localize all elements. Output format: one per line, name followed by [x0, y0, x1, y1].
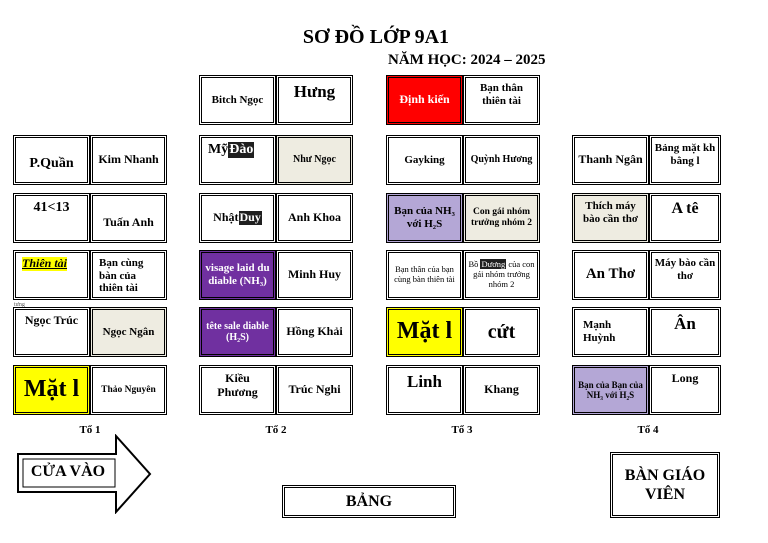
seat-r5-7: Bạn của Bạn của NH₃ với H₂S	[572, 365, 649, 415]
seat-r4-3: tête sale diable (H₂S)	[199, 307, 276, 357]
teacher-desk: BÀN GIÁO VIÊN	[610, 452, 720, 518]
seat-r5-1: Mặt l	[13, 365, 90, 415]
entrance-arrow-icon	[17, 434, 152, 514]
seat-r4-6: cứt	[463, 307, 540, 357]
seat-r2-7: Thích máy bào cần thơ	[572, 193, 649, 243]
seat-r2-3: Nhật Duy	[199, 193, 276, 243]
seat-r2-8: A tê	[649, 193, 721, 243]
seat-r1-4: Như Ngọc	[276, 135, 353, 185]
seat-r2-1: 41<13	[13, 193, 90, 243]
school-year: NĂM HỌC: 2024 – 2025	[388, 52, 546, 68]
seat-r3-5: Bạn thân của bạn cùng bàn thiên tài	[386, 250, 463, 300]
seat-r4-4: Hồng Khải	[276, 307, 353, 357]
seat-top-g2-2: Hưng	[276, 75, 353, 125]
seat-r1-3: Mỹ Đào	[199, 135, 276, 185]
seat-r5-2: Thảo Nguyên	[90, 365, 167, 415]
seat-r2-4: Anh Khoa	[276, 193, 353, 243]
seat-top-g3-2: Bạn thân thiên tài	[463, 75, 540, 125]
seat-r5-4: Trúc Nghi	[276, 365, 353, 415]
seat-r5-6: Khang	[463, 365, 540, 415]
seat-r2-6: Con gái nhóm trưởng nhóm 2	[463, 193, 540, 243]
seat-r3-6: Bồ Dương của con gái nhóm trưởng nhóm 2	[463, 250, 540, 300]
seat-r2-5: Bạn của NH₃ với H₂S	[386, 193, 463, 243]
seat-r3-4: Minh Huy	[276, 250, 353, 300]
entrance-label: CỬA VÀO	[30, 463, 106, 480]
team-label-2: Tổ 2	[265, 424, 287, 436]
seat-r3-2: Bạn cùng bàn của thiên tài	[90, 250, 167, 300]
seat-r1-6: Quỳnh Hương	[463, 135, 540, 185]
board: BẢNG	[282, 485, 456, 518]
seat-r4-1: Ngọc Trúc	[13, 307, 90, 357]
seat-top-g3-1: Định kiến	[386, 75, 463, 125]
seat-r4-2: Ngọc Ngân	[90, 307, 167, 357]
team-label-4: Tổ 4	[637, 424, 659, 436]
stray-note: tưng	[14, 302, 25, 308]
seat-r3-7: An Thơ	[572, 250, 649, 300]
team-label-3: Tổ 3	[451, 424, 473, 436]
seat-r3-1: Thiên tài	[13, 250, 90, 300]
seat-r4-7: Mạnh Huỳnh	[572, 307, 649, 357]
page-title: SƠ ĐỒ LỚP 9A1	[302, 26, 450, 48]
seat-r1-2: Kim Nhanh	[90, 135, 167, 185]
seat-r3-3: visage laid du diable (NH₃)	[199, 250, 276, 300]
team-label-1: Tổ 1	[79, 424, 101, 436]
seat-r1-7: Thanh Ngân	[572, 135, 649, 185]
seat-r1-1: P.Quần	[13, 135, 90, 185]
seat-r2-2: Tuấn Anh	[90, 193, 167, 243]
seat-r5-8: Long	[649, 365, 721, 415]
seat-r3-8: Máy bào cần thơ	[649, 250, 721, 300]
seat-r4-8: Ân	[649, 307, 721, 357]
seat-r1-8: Bảng mặt kh bằng l	[649, 135, 721, 185]
seat-top-g2-1: Bitch Ngọc	[199, 75, 276, 125]
seat-r1-5: Gayking	[386, 135, 463, 185]
seat-r5-5: Linh	[386, 365, 463, 415]
seat-r4-5: Mặt l	[386, 307, 463, 357]
seat-r5-3: Kiều Phương	[199, 365, 276, 415]
